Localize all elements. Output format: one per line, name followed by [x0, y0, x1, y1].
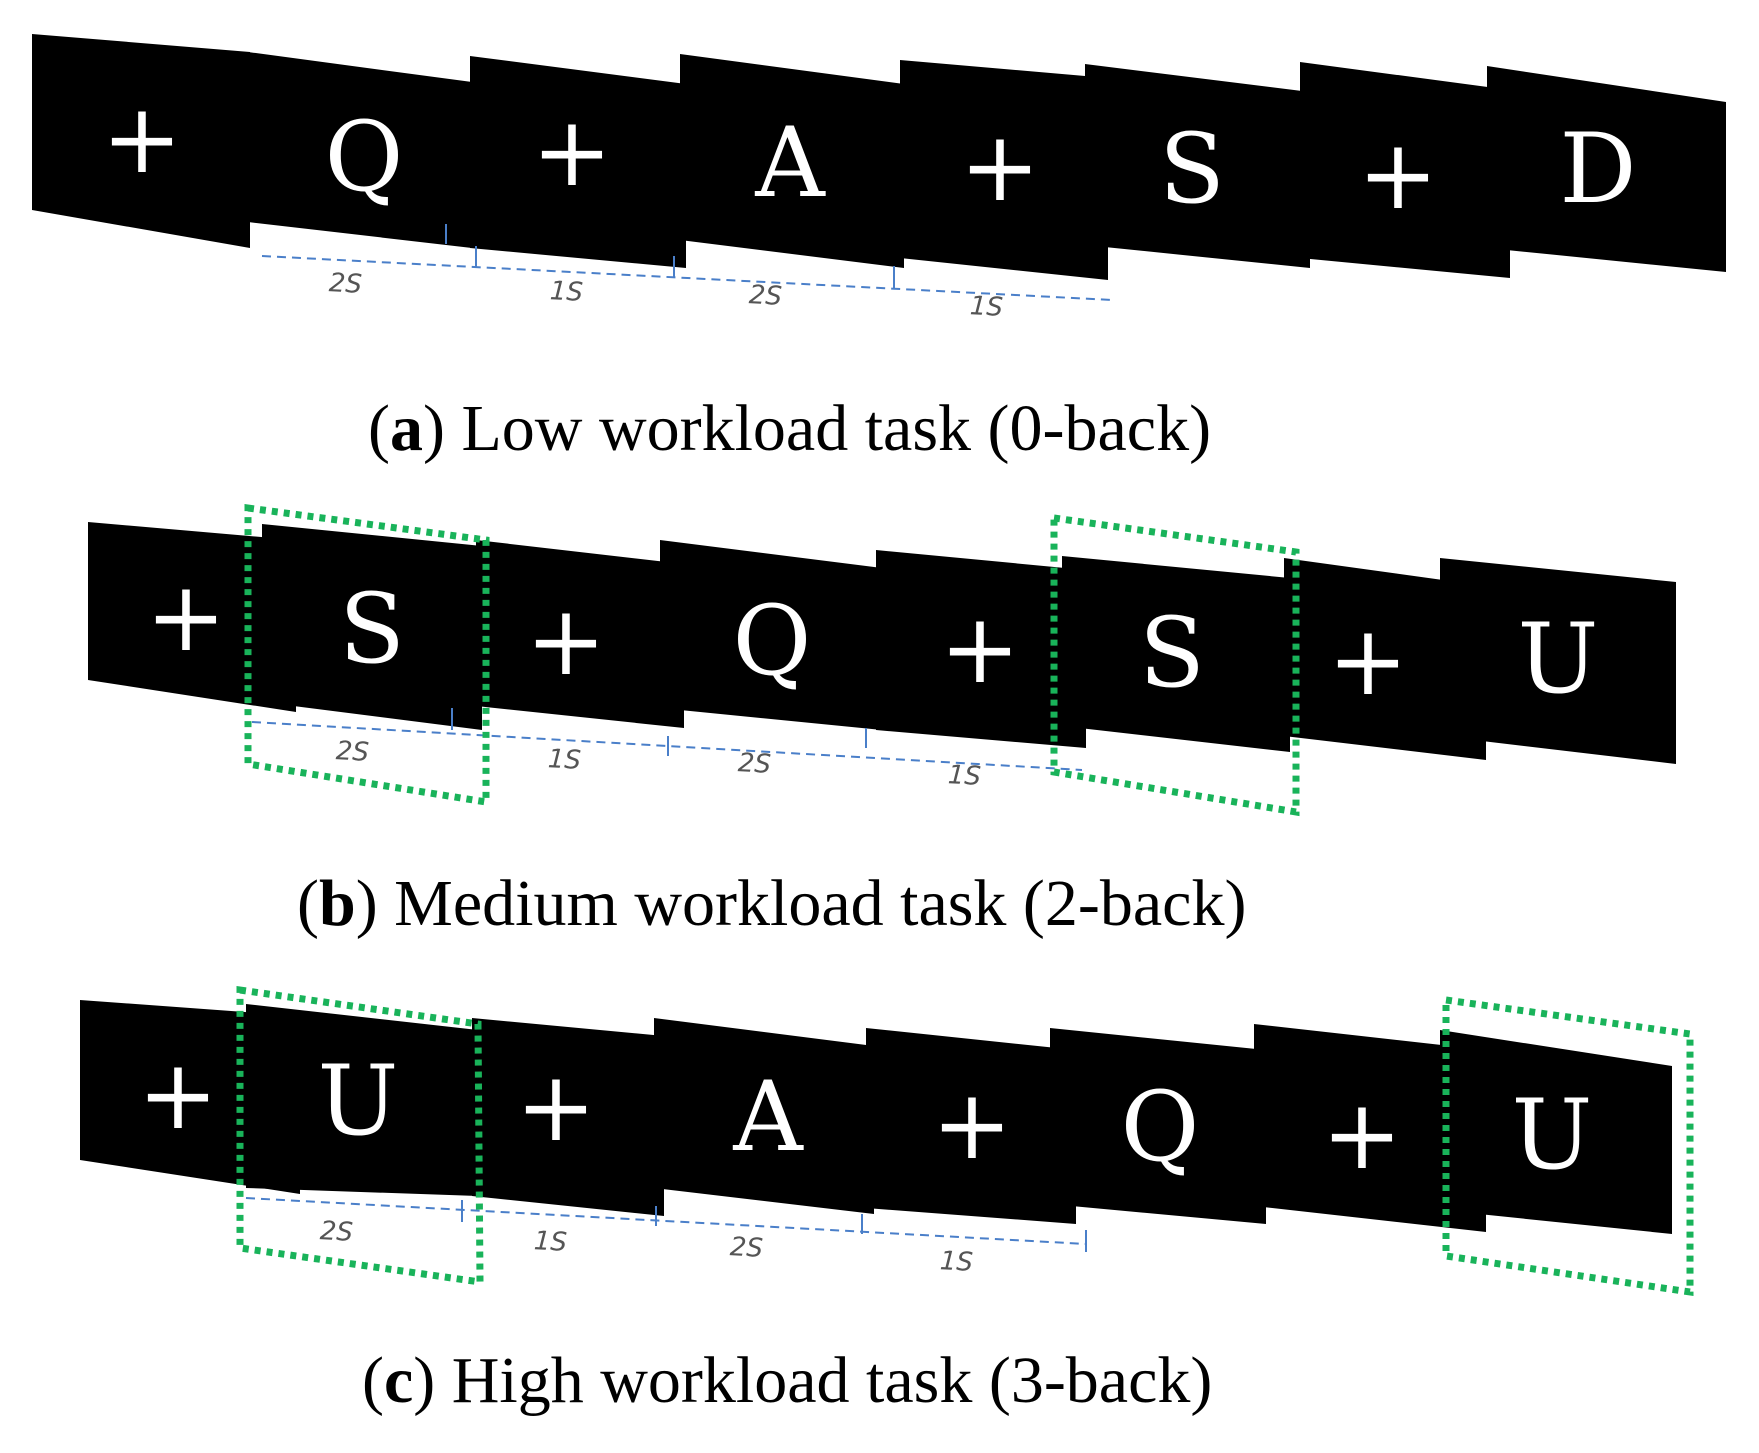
- panel-letter: c: [384, 1344, 413, 1417]
- caption-text: ) Medium workload task (2-back): [356, 867, 1247, 940]
- panel-caption: (b) Medium workload task (2-back): [297, 867, 1246, 940]
- match-highlights: [244, 503, 1300, 817]
- stimulus-3: +: [516, 1051, 596, 1163]
- stimulus-3: +: [526, 585, 606, 697]
- stimulus-7: +: [1328, 605, 1408, 717]
- stimulus-screen-5: [866, 1028, 1076, 1224]
- caption-open-paren: (: [297, 867, 319, 940]
- duration-labels: 2S 1S 2S 1S: [319, 1216, 974, 1278]
- stimulus-screen-3: [472, 1018, 664, 1216]
- stimulus-5: +: [932, 1069, 1012, 1181]
- stimulus-4: Q: [733, 585, 812, 697]
- stimulus-6: S: [1159, 113, 1225, 225]
- caption-open-paren: (: [362, 1344, 384, 1417]
- duration-label-4: 1S: [939, 1246, 974, 1278]
- stimulus-screen-1: [88, 522, 296, 712]
- duration-label-4: 1S: [969, 291, 1004, 323]
- panel-letter: b: [319, 867, 356, 940]
- stimulus-screen-6: [1050, 1028, 1266, 1224]
- panel-caption: (c) High workload task (3-back): [362, 1344, 1212, 1417]
- stimulus-screen-8: [1487, 66, 1726, 272]
- stimulus-screen-5: [876, 550, 1086, 748]
- stimulus-screen-4: [660, 540, 882, 730]
- stimulus-5: +: [940, 593, 1020, 705]
- match-highlights: [236, 985, 1694, 1297]
- duration-label-1: 2S: [319, 1216, 354, 1248]
- duration-line: [245, 1197, 1087, 1245]
- stimulus-6: Q: [1121, 1071, 1200, 1183]
- stimulus-screen-5: [900, 60, 1108, 280]
- stimulus-screen-7: [1300, 62, 1510, 278]
- stimulus-screen-8: [1440, 558, 1676, 764]
- panel-a: + Q + A + S + D 2S 1S 2S 1S: [32, 34, 1726, 465]
- duration-label-3: 2S: [737, 748, 772, 780]
- stimulus-screen-2: [262, 524, 482, 730]
- screen-sequence: [80, 1000, 1672, 1234]
- stimulus-2: Q: [325, 101, 404, 213]
- stimulus-8: U: [1512, 1079, 1593, 1191]
- stimulus-7: +: [1358, 119, 1438, 231]
- stimulus-screen-3: [470, 56, 686, 268]
- panel-caption: (a) Low workload task (0-back): [368, 392, 1211, 465]
- stimulus-screen-1: [80, 1000, 300, 1194]
- stimulus-6: S: [1139, 597, 1205, 709]
- stimulus-screen-1: [32, 34, 250, 248]
- caption-text: ) Low workload task (0-back): [423, 392, 1211, 465]
- duration-label-3: 2S: [729, 1232, 764, 1264]
- duration-label-2: 1S: [533, 1226, 568, 1258]
- stimulus-8: U: [1518, 603, 1599, 715]
- screen-sequence: [88, 522, 1676, 764]
- duration-label-3: 2S: [748, 280, 783, 312]
- stimulus-2: U: [318, 1045, 399, 1157]
- stimulus-screen-6: [1062, 556, 1290, 752]
- duration-line: [261, 255, 1113, 301]
- duration-label-1: 2S: [328, 268, 363, 300]
- panel-letter: a: [390, 392, 423, 465]
- stimulus-screen-4: [680, 54, 904, 268]
- stimulus-screen-2: [246, 1004, 478, 1196]
- stimulus-5: +: [960, 111, 1040, 223]
- duration-labels: 2S 1S 2S 1S: [328, 268, 1004, 323]
- stimulus-1: +: [146, 561, 226, 673]
- stimulus-screen-7: [1254, 1024, 1486, 1232]
- stimulus-screen-6: [1085, 64, 1310, 268]
- duration-label-2: 1S: [547, 744, 582, 776]
- stimulus-3: +: [532, 96, 612, 208]
- stimulus-screen-8: [1440, 1030, 1672, 1234]
- panel-c: + U + A + Q + U 2S 1S 2S 1S: [80, 985, 1694, 1417]
- caption-open-paren: (: [368, 392, 390, 465]
- stimulus-screen-2: [248, 52, 472, 248]
- stimulus-screen-7: [1284, 558, 1486, 760]
- stimulus-labels: + Q + A + S + D: [102, 83, 1637, 231]
- match-highlight-box: [1050, 513, 1300, 817]
- stimulus-screen-3: [476, 540, 684, 728]
- stimulus-2: S: [339, 573, 405, 685]
- caption-text: ) High workload task (3-back): [413, 1344, 1212, 1417]
- duration-timeline: [251, 708, 1083, 771]
- duration-label-1: 2S: [335, 736, 370, 768]
- screen-sequence: [32, 34, 1726, 280]
- stimulus-1: +: [138, 1039, 218, 1151]
- match-highlight-box: [244, 503, 490, 807]
- stimulus-8: D: [1560, 113, 1637, 225]
- duration-line: [251, 721, 1083, 771]
- duration-label-4: 1S: [947, 760, 982, 792]
- match-highlight-box: [1442, 995, 1694, 1297]
- stimulus-screen-4: [654, 1018, 874, 1214]
- duration-labels: 2S 1S 2S 1S: [335, 736, 982, 792]
- stimulus-1: +: [102, 83, 182, 195]
- duration-timeline: [245, 1197, 1087, 1252]
- duration-label-2: 1S: [549, 276, 584, 308]
- stimulus-4: A: [732, 1061, 804, 1173]
- stimulus-7: +: [1322, 1079, 1402, 1191]
- match-highlight-box: [236, 985, 484, 1287]
- duration-timeline: [261, 224, 1113, 301]
- panel-b: + S + Q + S + U 2S 1S 2S 1S: [88, 503, 1676, 940]
- stimulus-labels: + U + A + Q + U: [138, 1039, 1593, 1191]
- stimulus-4: A: [754, 107, 826, 219]
- stimulus-labels: + S + Q + S + U: [146, 561, 1599, 717]
